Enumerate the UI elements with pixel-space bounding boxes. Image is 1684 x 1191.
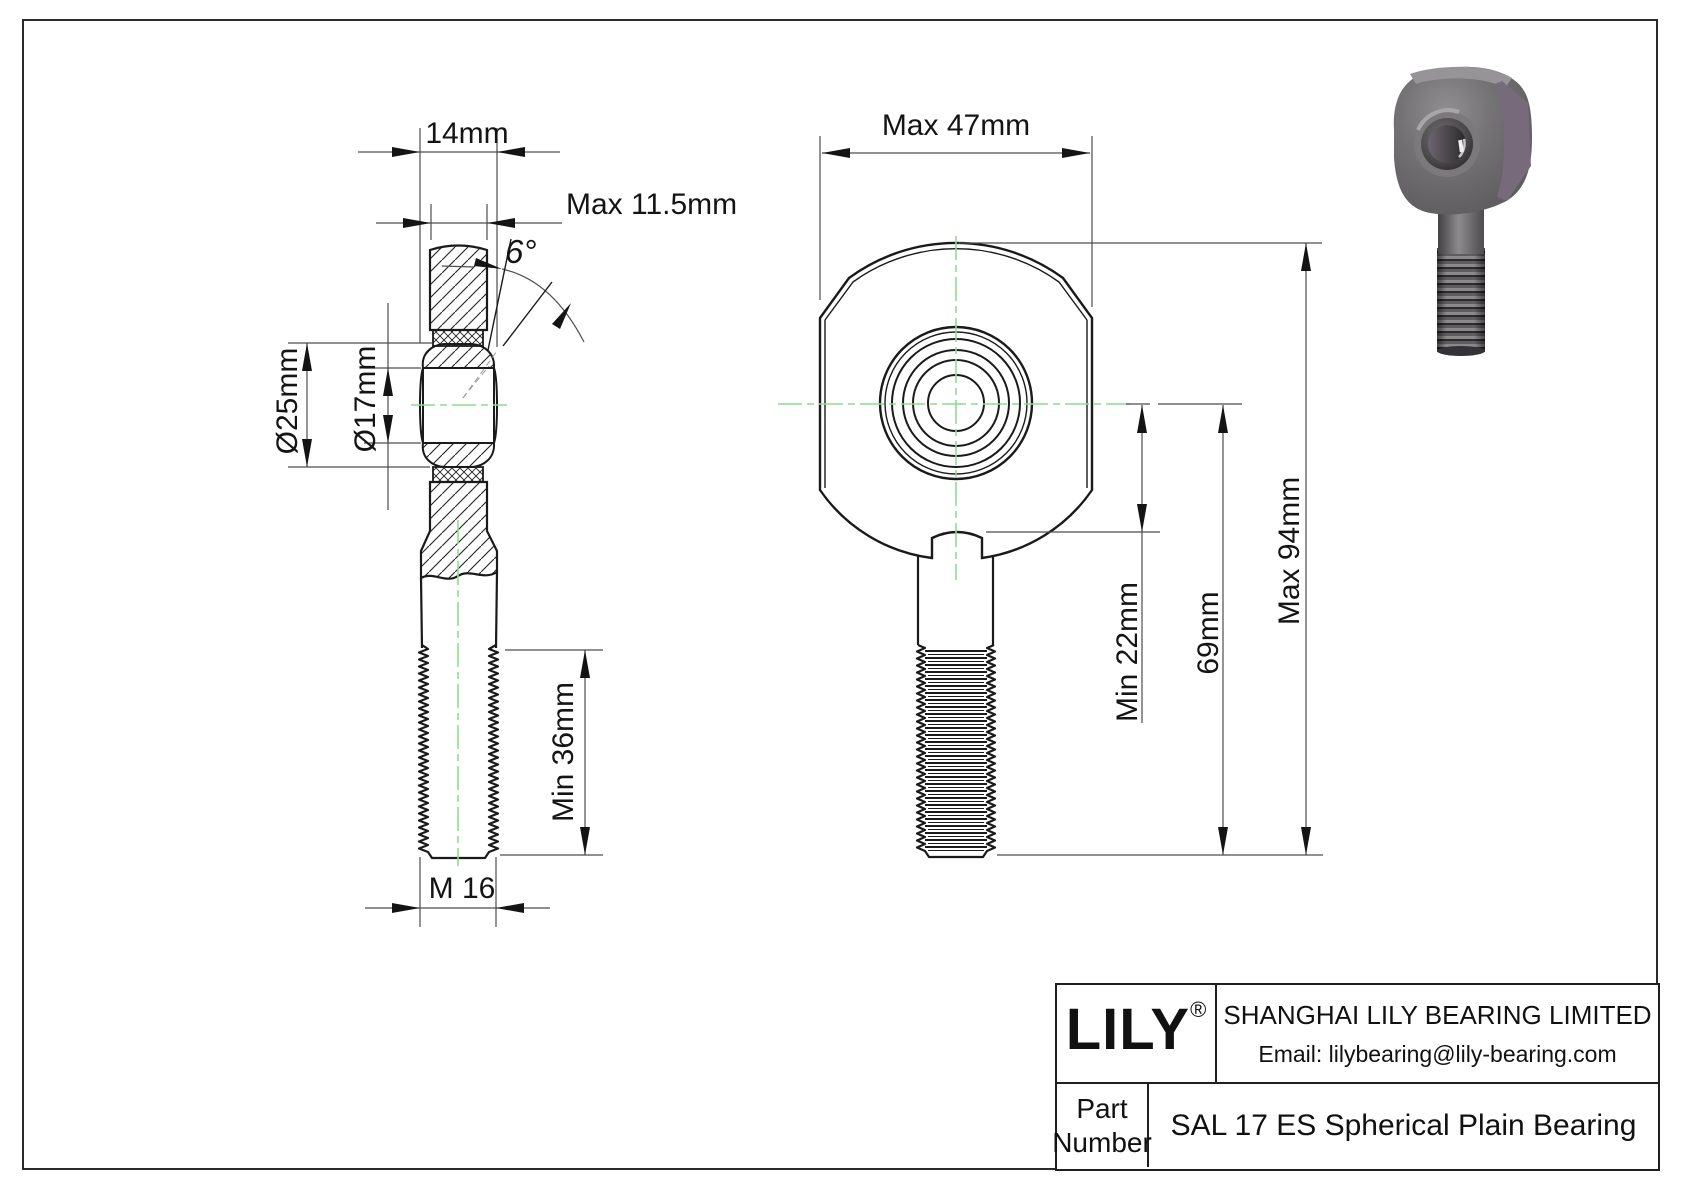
dim-front-shoulder: Min 22mm (986, 403, 1160, 723)
part-label-line1: Part (1076, 1092, 1128, 1124)
part-name-cell: SAL 17 ES Spherical Plain Bearing (1149, 1084, 1658, 1167)
part-name: SAL 17 ES Spherical Plain Bearing (1170, 1108, 1637, 1142)
side-ball-top (421, 343, 496, 369)
dim-side-angle: 6° (441, 233, 585, 399)
company-info-cell: SHANGHAI LILY BEARING LIMITED Email: lil… (1217, 985, 1658, 1082)
dim-front-total-length: Max 94mm (958, 242, 1323, 856)
side-shank-section (419, 480, 499, 580)
company-name: SHANGHAI LILY BEARING LIMITED (1223, 999, 1652, 1030)
brand-logo: LILY ® (1057, 985, 1217, 1082)
dim-label-front-total-length: Max 94mm (1273, 477, 1306, 625)
dim-label-side-outer-diameter: Ø25mm (271, 348, 304, 455)
drawing-sheet-border (22, 19, 1658, 1170)
dim-side-head-width: 14mm (358, 117, 560, 347)
dim-front-center-length: 69mm (1158, 403, 1242, 855)
dim-label-side-head-width: 14mm (425, 117, 508, 150)
dim-label-side-thread-length: Min 36mm (547, 682, 580, 822)
company-email: Email: lilybearing@lily-bearing.com (1258, 1040, 1617, 1067)
dim-side-bore-diameter: Ø17mm (349, 303, 421, 510)
part-number-label-cell: Part Number (1052, 1084, 1152, 1167)
render-side-facet (1495, 81, 1531, 201)
dim-side-thread-size: M 16 (365, 857, 550, 927)
dim-label-side-thread-size: M 16 (429, 872, 496, 905)
dim-side-outer-diameter: Ø25mm (271, 342, 432, 468)
side-section-view: 14mm Max 11.5mm 6° (271, 117, 737, 927)
title-block: LILY ® SHANGHAI LILY BEARING LIMITED Ema… (1052, 983, 1660, 1171)
registered-trademark-icon: ® (1190, 997, 1207, 1022)
dim-label-front-center-length: 69mm (1192, 591, 1225, 674)
dim-label-front-shoulder: Min 22mm (1111, 582, 1144, 722)
dim-label-front-head-width: Max 47mm (882, 109, 1030, 142)
dim-label-side-ball-width: Max 11.5mm (566, 188, 737, 221)
render-top-facet (1410, 66, 1512, 88)
front-view: Max 47mm Min 22mm 69mm Max 94mm (778, 109, 1323, 859)
render-bore-hole (1428, 125, 1466, 163)
part-label-line2: Number (1052, 1126, 1152, 1158)
side-ball-bottom (421, 442, 496, 468)
side-head-section (428, 244, 489, 332)
dim-side-thread-length: Min 36mm (500, 649, 603, 856)
brand-name: LILY (1065, 997, 1191, 1062)
dim-label-side-bore-diameter: Ø17mm (349, 346, 382, 453)
isometric-render (1393, 66, 1532, 356)
dim-side-ball-width: Max 11.5mm (376, 188, 737, 240)
dim-front-head-width: Max 47mm (819, 109, 1093, 307)
side-race-bottom (432, 466, 484, 483)
dim-label-side-angle: 6° (505, 233, 537, 270)
